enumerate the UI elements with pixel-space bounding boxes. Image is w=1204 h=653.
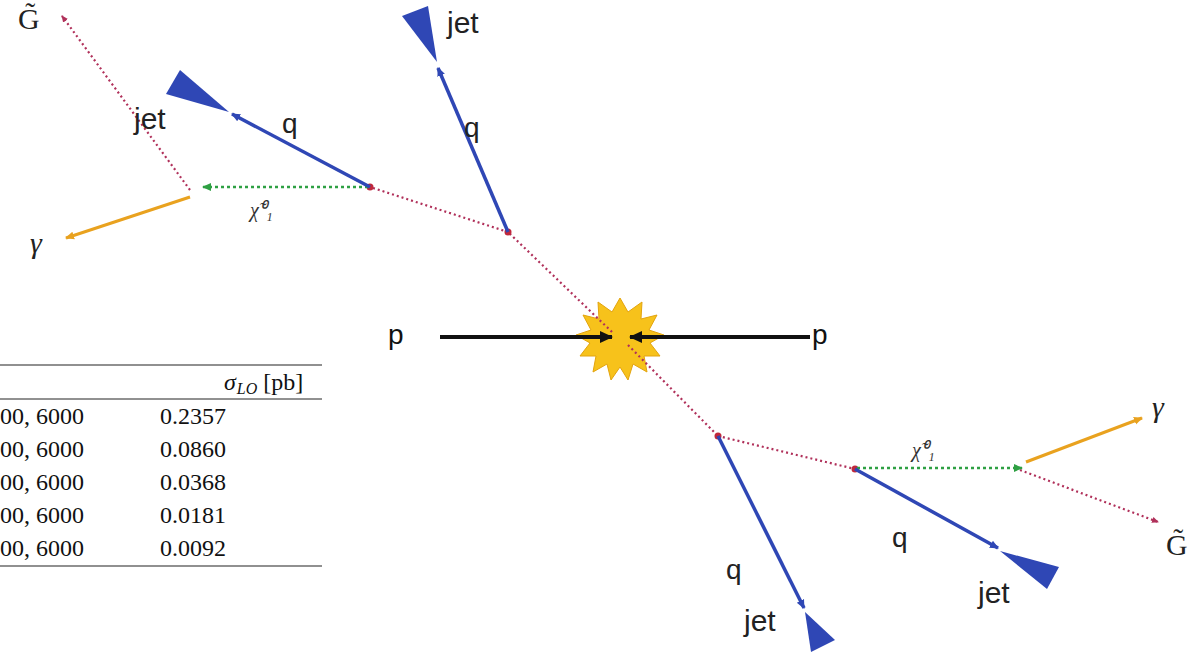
quark-label: q <box>726 556 742 584</box>
vertex-dots <box>367 184 859 473</box>
neutralino-label: χ̃⁰₁ <box>912 440 935 460</box>
photon-line <box>1026 418 1142 462</box>
proton-label: p <box>388 321 404 349</box>
quark-label: q <box>892 524 908 552</box>
jet-label: jet <box>447 8 479 38</box>
jet-label: jet <box>978 578 1010 608</box>
neutralino-line <box>857 467 1022 470</box>
table-cell: 0.0181 <box>160 503 226 527</box>
table-cell: 0.0860 <box>160 437 226 461</box>
quark-label: q <box>282 110 298 138</box>
neutralino-line <box>203 186 368 189</box>
photon-label: γ <box>30 228 42 258</box>
table-rules <box>0 365 322 566</box>
table-cell: 00, 6000 <box>0 470 84 494</box>
table-cell: 0.0092 <box>160 536 226 560</box>
table-header: σ <box>224 370 236 394</box>
table-cell: 00, 6000 <box>0 503 84 527</box>
quark-lines <box>232 68 998 608</box>
table-header-subscript: LO <box>237 381 257 397</box>
table-cell: 00, 6000 <box>0 536 84 560</box>
photon-label: γ <box>1152 392 1164 422</box>
photon-line <box>66 197 190 238</box>
jet-label: jet <box>134 104 166 134</box>
table-header: [pb] <box>263 370 303 394</box>
proton-label: p <box>812 321 828 349</box>
quark-label: q <box>464 114 480 142</box>
proton-beam <box>630 335 810 339</box>
gravitino-label: G̃ <box>1166 530 1188 560</box>
gravitino-label: G̃ <box>18 4 40 34</box>
table-cell: 00, 6000 <box>0 404 84 428</box>
table-cell: 0.0368 <box>160 470 226 494</box>
table-cell: 0.2357 <box>160 404 226 428</box>
table-cell: 00, 6000 <box>0 437 84 461</box>
jet-label: jet <box>744 606 776 636</box>
jet-cones <box>166 6 1059 652</box>
neutralino-label: χ̃⁰₁ <box>250 200 273 220</box>
proton-beam <box>440 335 612 339</box>
squark-lines <box>62 16 1158 522</box>
